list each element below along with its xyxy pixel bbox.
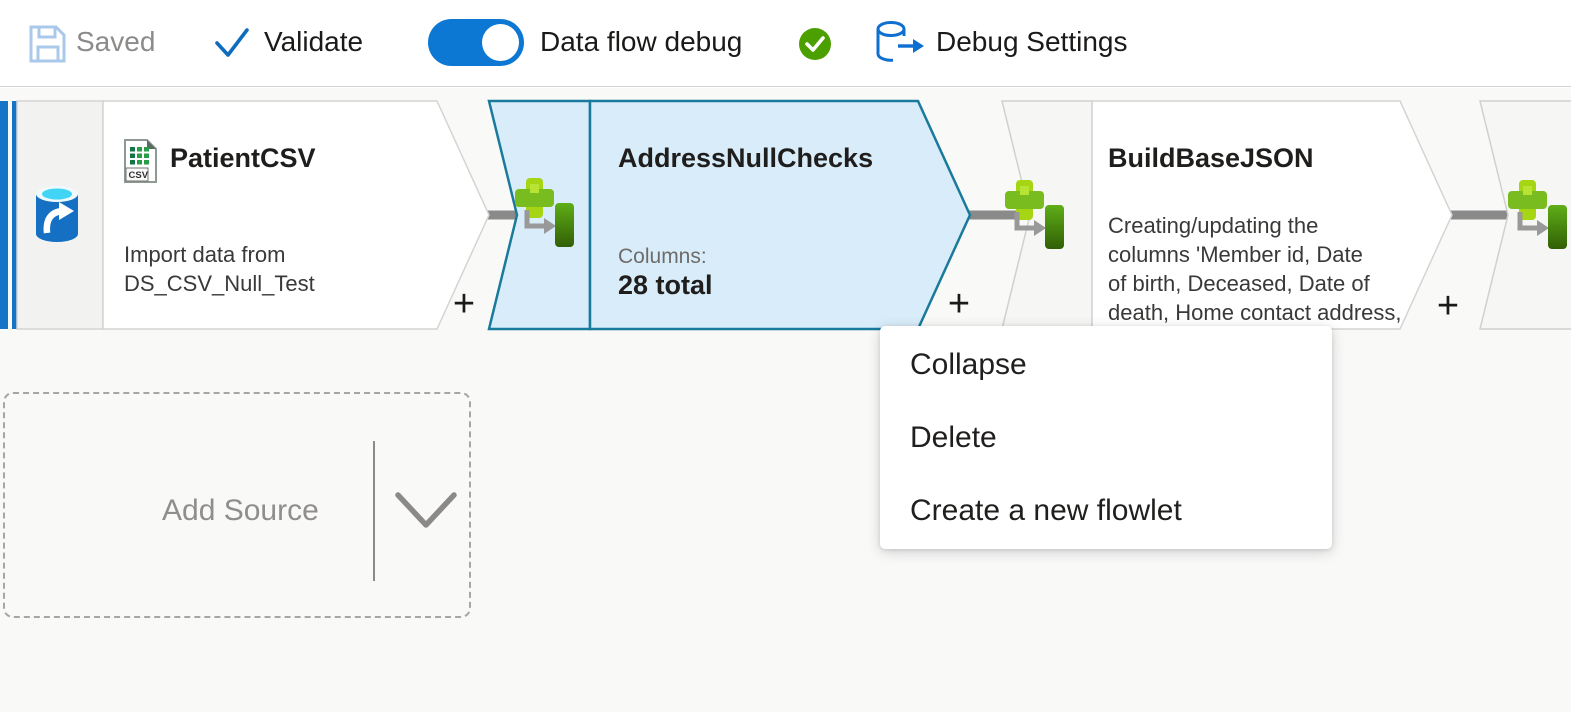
node-buildbasejson-description: Creating/updating the columns 'Member id… [1108, 213, 1402, 325]
connector-3 [1444, 210, 1510, 220]
debug-settings-button[interactable]: Debug Settings [936, 26, 1128, 57]
toggle-knob [482, 24, 519, 61]
source-stripe-inner [12, 101, 17, 329]
columns-label: Columns: [618, 245, 707, 268]
node-addressnullchecks-shape[interactable] [588, 99, 972, 331]
csv-file-icon: CSV [124, 139, 157, 183]
validate-check-icon[interactable] [214, 26, 252, 60]
data-flow-debug-toggle[interactable] [428, 19, 524, 66]
add-source-divider [373, 441, 375, 581]
node-patientcsv-title: PatientCSV [170, 143, 316, 173]
validate-button[interactable]: Validate [264, 26, 364, 57]
node-buildbasejson-shape[interactable] [1091, 100, 1453, 330]
node-patientcsv-description: Import data from DS_CSV_Null_Test [124, 242, 315, 296]
toolbar: Saved Validate Data flow debug Debug Set… [0, 0, 1571, 87]
add-source-box[interactable]: Add Source [3, 392, 471, 618]
node-context-menu: Collapse Delete Create a new flowlet [880, 326, 1332, 549]
debug-settings-icon[interactable] [874, 20, 928, 66]
svg-text:CSV: CSV [129, 170, 149, 181]
node-addressnullchecks-title: AddressNullChecks [618, 143, 874, 173]
menu-item-collapse[interactable]: Collapse [910, 348, 1027, 381]
debug-ready-check-icon [799, 28, 831, 60]
columns-count: 28 total [618, 270, 713, 300]
connector-2 [962, 210, 1032, 220]
save-icon[interactable] [28, 23, 68, 65]
connector-1 [462, 210, 518, 220]
dataflow-graph: CSV [0, 99, 1571, 331]
saved-status-label: Saved [76, 26, 156, 57]
node-buildbasejson-title: BuildBaseJSON [1108, 143, 1314, 173]
dataflow-canvas: CSV PatientCSV Import data from DS_CSV_N… [0, 88, 1571, 712]
source-stripe-outer [0, 101, 8, 329]
menu-item-delete[interactable]: Delete [910, 421, 997, 454]
add-transformation-button-2[interactable]: + [947, 283, 971, 325]
menu-item-create-flowlet[interactable]: Create a new flowlet [910, 494, 1182, 527]
node-patientcsv-shape[interactable] [102, 100, 490, 330]
data-flow-debug-label: Data flow debug [540, 26, 743, 57]
add-source-label[interactable]: Add Source [162, 494, 319, 527]
add-transformation-button-1[interactable]: + [452, 283, 476, 325]
add-source-dropdown-chevron-icon[interactable] [393, 488, 459, 534]
dataset-cylinder-icon [36, 186, 78, 242]
add-transformation-button-3[interactable]: + [1436, 285, 1460, 327]
